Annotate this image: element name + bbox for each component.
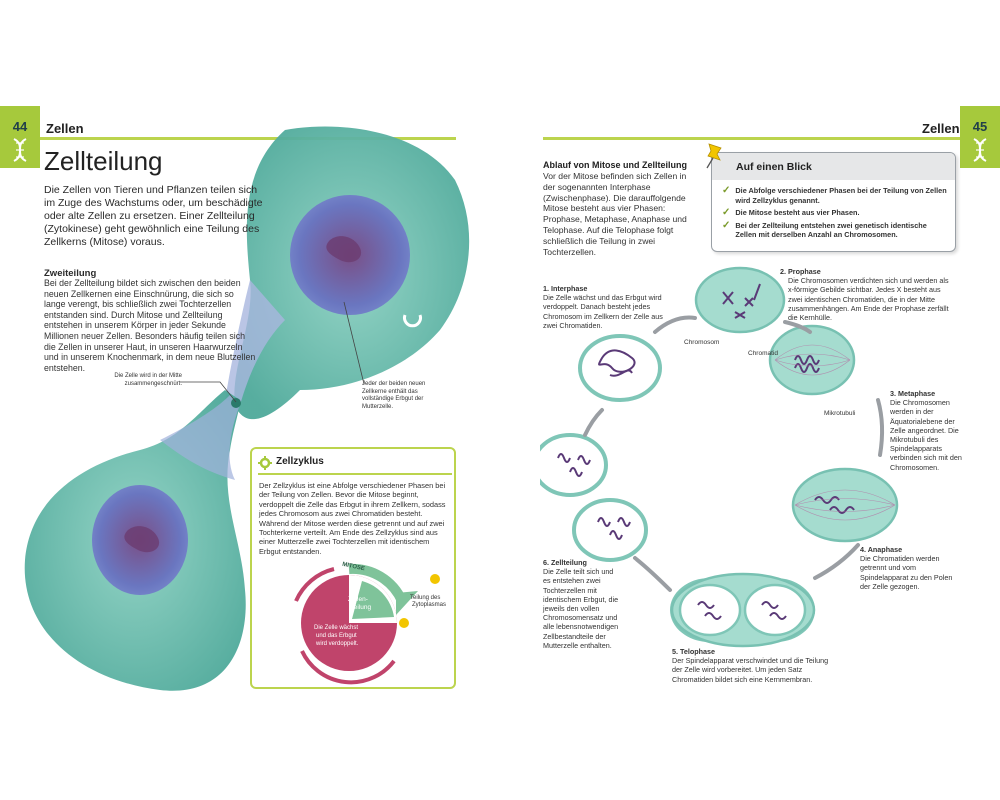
caption-constriction: Die Zelle wird in der Mitte zusammengesc… xyxy=(114,373,182,387)
phase-interphase: 1. Interphase Die Zelle wächst und das E… xyxy=(543,284,663,330)
glance-item: ✓Die Mitose besteht aus vier Phasen. xyxy=(722,207,860,218)
page-title: Zellteilung xyxy=(44,146,163,176)
dividing-cell-illustration xyxy=(24,126,470,691)
label-wachstum-1: Die Zelle wächst xyxy=(314,625,359,631)
phase-anaphase: 4. Anaphase Die Chromatiden werden getre… xyxy=(860,545,953,591)
cell-cycle-diagram xyxy=(294,563,440,685)
box-divider xyxy=(258,473,452,475)
arrow-icon xyxy=(583,315,885,592)
intro-text: Die Zellen von Tieren und Pflanzen teile… xyxy=(44,184,263,248)
dna-icon xyxy=(973,138,987,162)
zweiteilung-heading: Zweiteilung xyxy=(44,268,97,279)
ablauf-text: Vor der Mitose befinden sich Zellen in d… xyxy=(543,171,687,257)
label-zellteilung-2: teilung xyxy=(352,604,372,611)
glance-header xyxy=(712,153,955,180)
running-head: Zellen xyxy=(46,121,84,136)
label-chromosom: Chromosom xyxy=(684,339,720,346)
zweiteilung-text: Bei der Zellteilung bildet sich zwischen… xyxy=(44,278,256,373)
zellzyklus-text: Der Zellzyklus ist eine Abfolge verschie… xyxy=(259,481,446,556)
page-tab-right: 45 xyxy=(960,106,1000,168)
running-head: Zellen xyxy=(922,121,960,136)
caption-line xyxy=(180,381,237,403)
glance-box: Auf einen Blick ✓Die Abfolge verschieden… xyxy=(711,152,956,252)
zellzyklus-box: Zellzyklus Der Zellzyklus ist eine Abfol… xyxy=(250,447,456,689)
pushpin-icon xyxy=(706,143,722,169)
phase-telophase: 5. Telophase Der Spindelapparat verschwi… xyxy=(672,647,829,684)
zellzyklus-heading: Zellzyklus xyxy=(276,456,324,467)
glance-heading: Auf einen Blick xyxy=(736,161,812,173)
gear-icon xyxy=(258,456,272,470)
checkmark-icon: ✓ xyxy=(722,185,731,196)
label-zytoplasma-1: Teilung des xyxy=(410,595,441,601)
phase-zellteilung: 6. Zellteilung Die Zelle teilt sich und … xyxy=(543,558,619,650)
header-rule xyxy=(543,137,960,140)
caption-nucleus: Jeder der beiden neuen Zellkerne enthält… xyxy=(362,381,426,410)
glance-item: ✓Die Abfolge verschiedener Phasen bei de… xyxy=(722,185,947,205)
checkmark-icon: ✓ xyxy=(722,207,731,218)
label-wachstum-3: wird verdoppelt. xyxy=(316,641,359,647)
label-zytoplasma-2: Zytoplasmas xyxy=(412,602,447,608)
page-tab-left: 44 xyxy=(0,106,40,168)
page-number: 44 xyxy=(12,119,28,134)
caption-line xyxy=(343,301,365,385)
checkmark-icon: ✓ xyxy=(722,219,731,231)
label-wachstum-2: und das Erbgut xyxy=(316,633,357,639)
label-mikrotubuli: Mikrotubuli xyxy=(824,410,856,417)
header-rule xyxy=(40,137,456,140)
label-chromatid: Chromatid xyxy=(748,350,778,357)
phase-prophase: 2. Prophase Die Chromosomen verdichten s… xyxy=(780,267,949,323)
glance-list: ✓Die Abfolge verschiedener Phasen bei de… xyxy=(722,186,948,240)
label-zellteilung-1: Zellen- xyxy=(348,596,368,603)
mitosis-cycle-diagram xyxy=(540,266,899,648)
phase-metaphase: 3. Metaphase Die Chromosomen werden in d… xyxy=(890,389,962,472)
ablauf-heading: Ablauf von Mitose und Zellteilung xyxy=(543,160,687,170)
dna-icon xyxy=(13,138,27,162)
glance-item: ✓Bei der Zellteilung entstehen zwei gene… xyxy=(722,219,927,239)
page-number: 45 xyxy=(972,119,988,134)
